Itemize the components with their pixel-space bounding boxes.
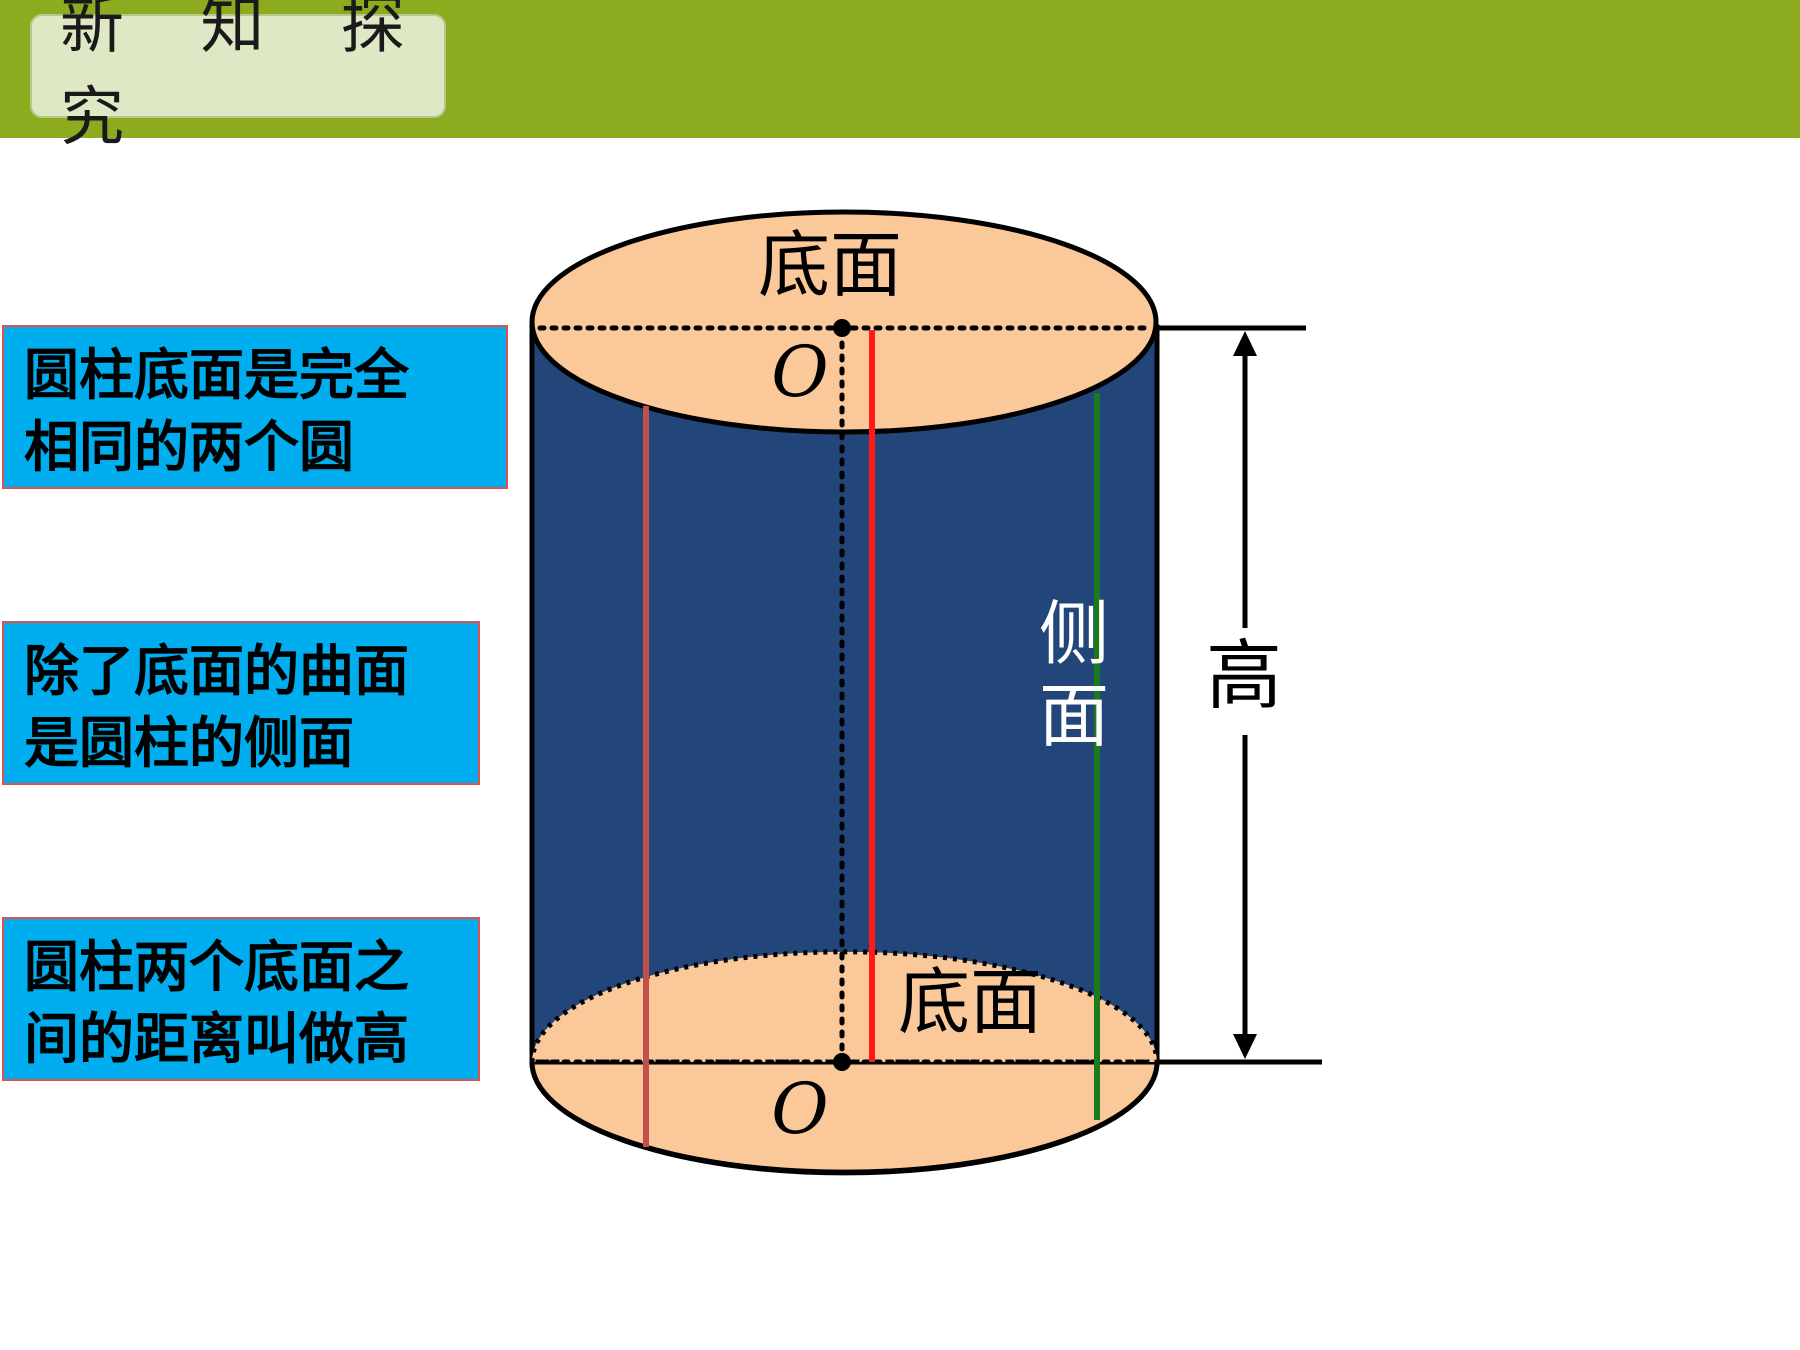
height-arrowhead-down	[1233, 1034, 1257, 1059]
height-label: 高	[1206, 631, 1282, 720]
top-center-point	[833, 319, 851, 337]
bottom-center-point	[833, 1053, 851, 1071]
bottom-center-label: O	[771, 1068, 828, 1150]
bottom-base-front	[529, 1059, 1160, 1175]
lateral-label-char-2: 面	[1039, 675, 1109, 757]
callout-base-definition: 圆柱底面是完全 相同的两个圆	[2, 325, 508, 489]
callout-lateral-surface-definition: 除了底面的曲面 是圆柱的侧面	[2, 621, 480, 785]
height-arrowhead-up	[1233, 331, 1257, 356]
top-center-label: O	[771, 331, 828, 413]
top-base-label: 底面	[758, 223, 902, 307]
callout-height-definition: 圆柱两个底面之 间的距离叫做高	[2, 917, 480, 1081]
bottom-base-label: 底面	[898, 960, 1042, 1044]
lateral-label-char-1: 侧	[1039, 593, 1109, 675]
